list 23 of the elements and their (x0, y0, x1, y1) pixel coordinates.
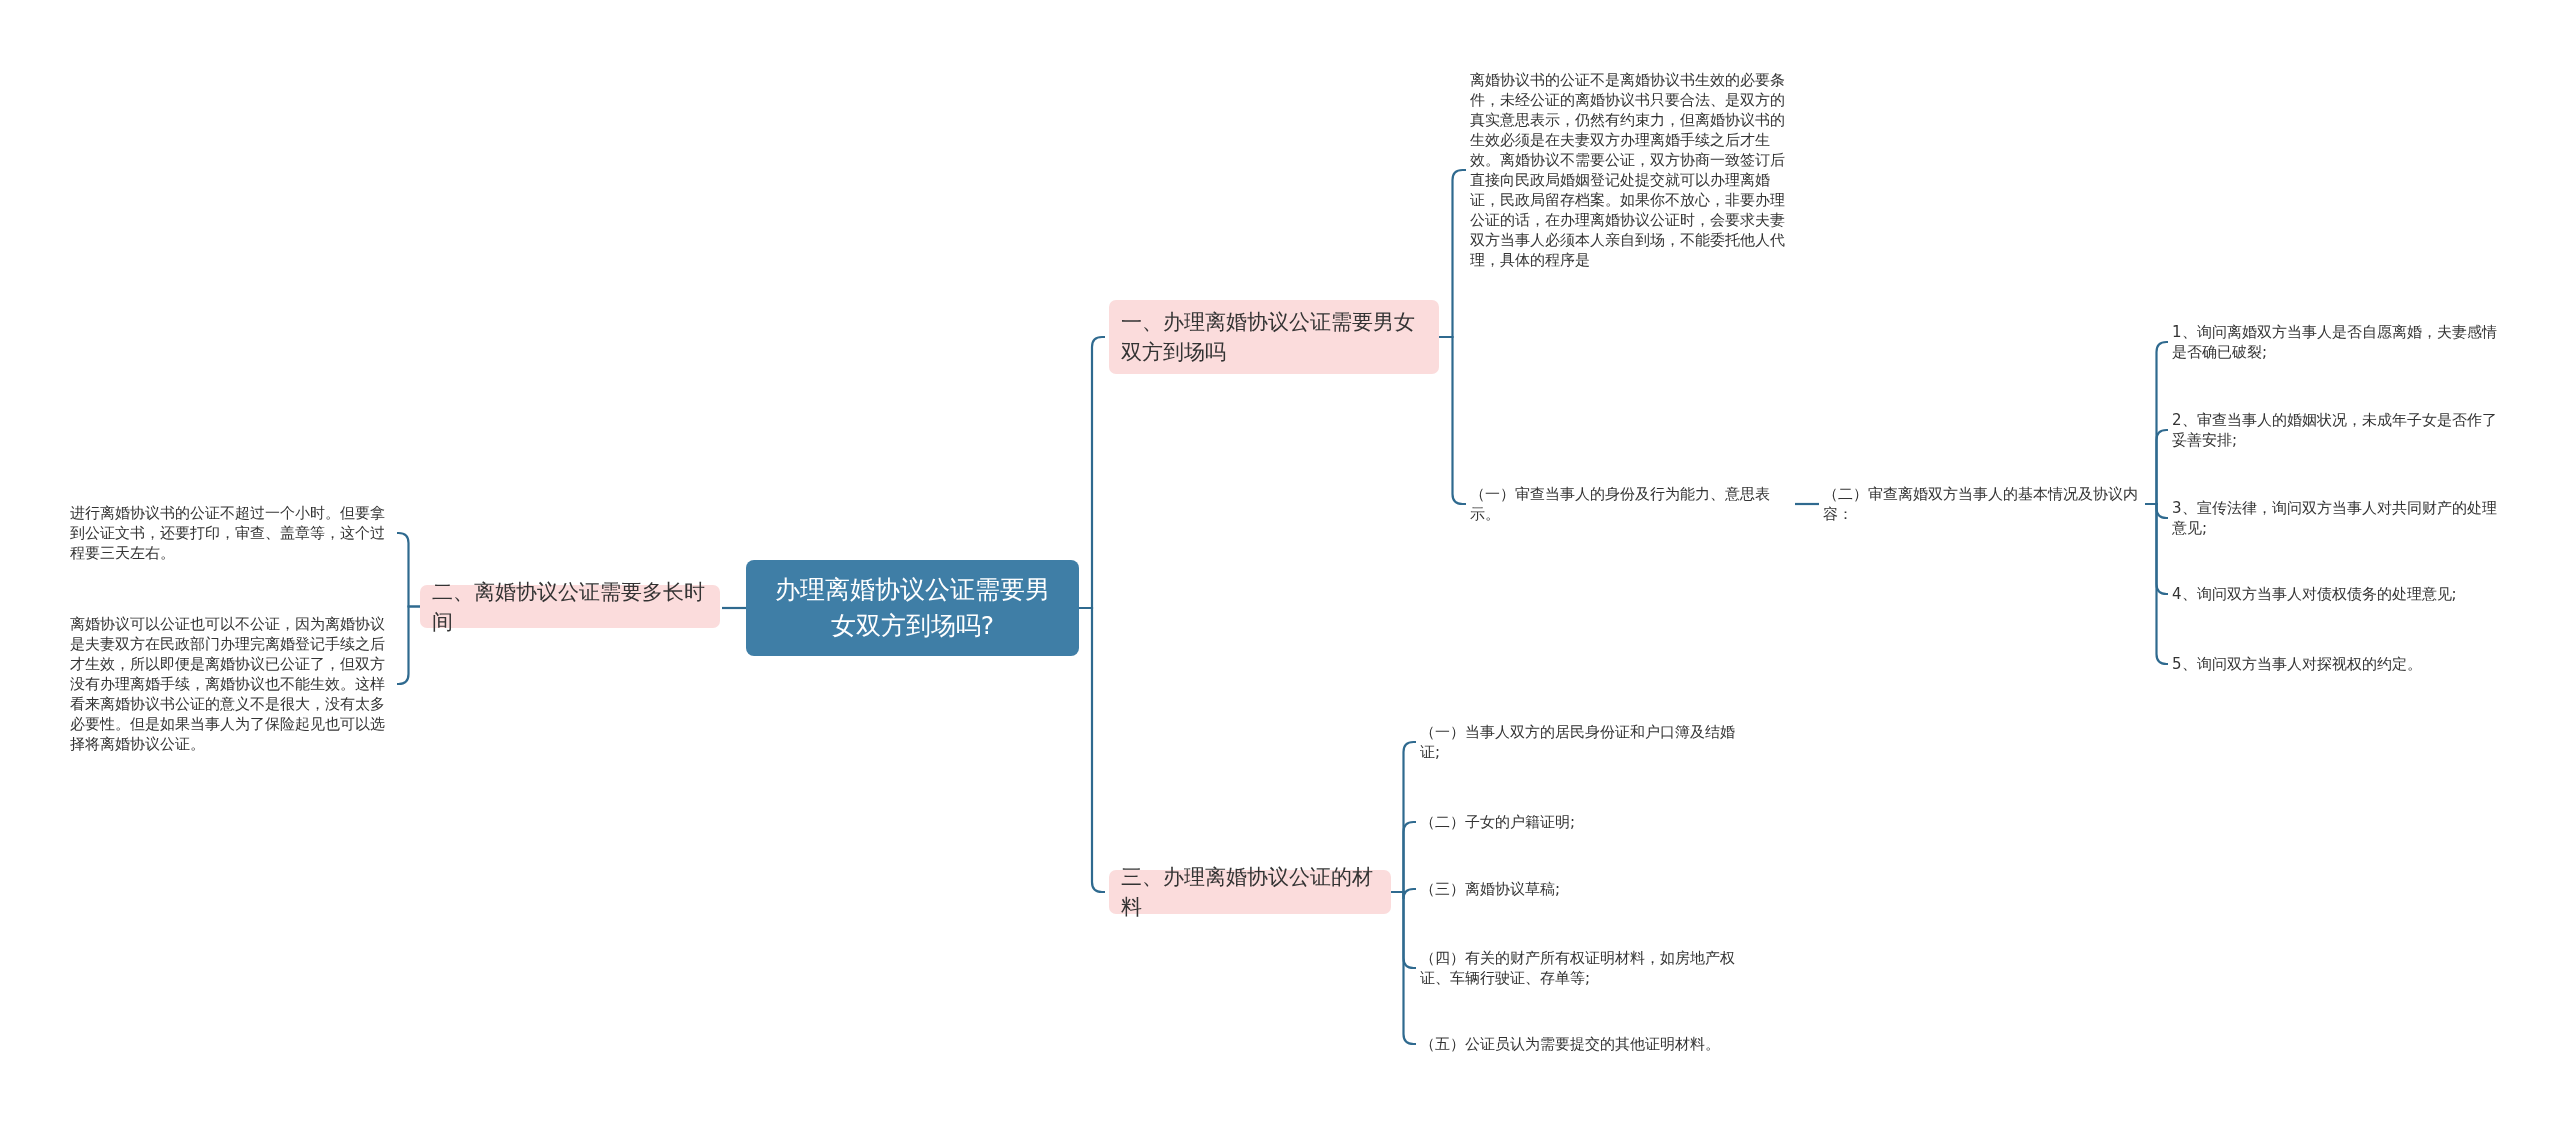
note-text: （三）离婚协议草稿; (1420, 879, 1745, 899)
note-text: （一）当事人双方的居民身份证和户口簿及结婚证; (1420, 722, 1745, 762)
note-text: （二）子女的户籍证明; (1420, 812, 1745, 832)
note-text: 4、询问双方当事人对债权债务的处理意见; (2172, 584, 2502, 604)
note-text: （四）有关的财产所有权证明材料，如房地产权证、车辆行驶证、存单等; (1420, 948, 1745, 988)
connector-line (722, 606, 746, 610)
note-text: （二）审查离婚双方当事人的基本情况及协议内容： (1823, 484, 2145, 524)
connector-line (396, 605, 420, 686)
note-text: 离婚协议可以公证也可以不公证，因为离婚协议是夫妻双方在民政部门办理完离婚登记手续之后才生效，所以即便是离婚协议已公证了，但双方没有办理离婚手续，离婚协议也不能生效。这样看来离婚协议书公证的意义不是很大，没有太多必要性。但是如果当事人为了保险起见也可以选择将离婚协议公证。 (70, 614, 395, 754)
connector-line (1079, 606, 1105, 894)
central-topic-box: 办理离婚协议公证需要男女双方到场吗? (746, 560, 1079, 656)
note-text: 2、审查当事人的婚姻状况，未成年子女是否作了妥善安排; (2172, 410, 2502, 450)
connector-line (1795, 502, 1819, 506)
note-text: 离婚协议书的公证不是离婚协议书生效的必要条件，未经公证的离婚协议书只要合法、是双方的真实意思表示，仍然有约束力，但离婚协议书的生效必须是在夫妻双方办理离婚手续之后才生效。离婚协议不需要公证，双方协商一致签订后直接向民政局婚姻登记处提交就可以办理离婚证，民政局留存档案。如果你不放心，非要办理公证的话，在办理离婚协议公证时，会要求夫妻双方当事人必须本人亲自到场，不能委托他人代理，具体的程序是 (1470, 70, 1795, 270)
note-text: 3、宣传法律，询问双方当事人对共同财产的处理意见; (2172, 498, 2502, 538)
note-text: 进行离婚协议书的公证不超过一个小时。但要拿到公证文书，还要打印，审查、盖章等，这个过程要三天左右。 (70, 503, 395, 563)
connector-line (2145, 502, 2169, 666)
connector-line (1391, 890, 1416, 1046)
note-text: 5、询问双方当事人对探视权的约定。 (2172, 654, 2502, 674)
branch-topic-box: 一、办理离婚协议公证需要男女双方到场吗 (1109, 300, 1439, 374)
note-text: 1、询问离婚双方当事人是否自愿离婚，夫妻感情是否确已破裂; (2172, 322, 2502, 362)
note-text: （一）审查当事人的身份及行为能力、意思表示。 (1470, 484, 1795, 524)
note-text: （五）公证员认为需要提交的其他证明材料。 (1420, 1034, 1745, 1054)
